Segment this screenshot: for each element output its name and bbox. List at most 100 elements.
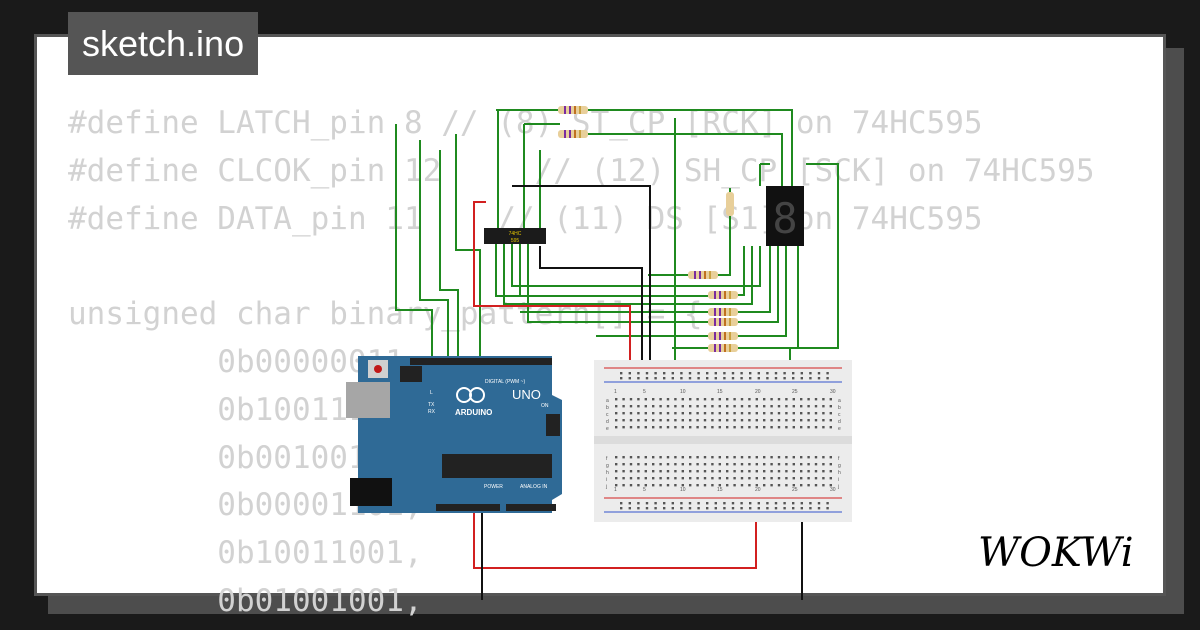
breadboard-hole[interactable]: [629, 405, 633, 408]
breadboard-hole[interactable]: [714, 372, 717, 375]
breadboard-hole[interactable]: [807, 484, 810, 487]
breadboard-hole[interactable]: [629, 412, 633, 415]
breadboard-hole[interactable]: [807, 412, 810, 415]
breadboard-hole[interactable]: [792, 377, 795, 380]
breadboard-hole[interactable]: [615, 477, 618, 480]
breadboard-hole[interactable]: [644, 456, 647, 459]
breadboard-hole[interactable]: [718, 470, 721, 473]
breadboard-hole[interactable]: [814, 405, 818, 408]
breadboard-hole[interactable]: [637, 377, 640, 380]
breadboard-hole[interactable]: [814, 419, 818, 422]
breadboard-hole[interactable]: [718, 477, 721, 480]
breadboard-hole[interactable]: [615, 470, 618, 473]
breadboard-hole[interactable]: [800, 507, 803, 510]
breadboard-hole[interactable]: [814, 426, 818, 429]
breadboard-hole[interactable]: [783, 507, 786, 510]
breadboard-hole[interactable]: [637, 426, 640, 429]
breadboard-hole[interactable]: [637, 477, 640, 480]
breadboard-hole[interactable]: [740, 377, 743, 380]
breadboard-hole[interactable]: [757, 377, 760, 380]
breadboard-hole[interactable]: [748, 470, 751, 473]
breadboard-hole[interactable]: [755, 484, 758, 487]
breadboard-hole[interactable]: [783, 377, 786, 380]
breadboard-hole[interactable]: [666, 484, 670, 487]
breadboard-hole[interactable]: [785, 484, 788, 487]
breadboard-hole[interactable]: [688, 507, 692, 510]
breadboard-hole[interactable]: [829, 470, 832, 473]
breadboard-hole[interactable]: [681, 463, 684, 466]
breadboard-hole[interactable]: [615, 398, 618, 401]
breadboard-hole[interactable]: [622, 405, 625, 408]
breadboard-hole[interactable]: [822, 470, 825, 473]
breadboard-hole[interactable]: [826, 502, 829, 505]
breadboard-hole[interactable]: [733, 463, 736, 466]
breadboard-hole[interactable]: [733, 398, 736, 401]
breadboard-hole[interactable]: [723, 507, 726, 510]
breadboard-hole[interactable]: [711, 398, 714, 401]
breadboard-hole[interactable]: [755, 456, 758, 459]
breadboard-hole[interactable]: [652, 463, 655, 466]
breadboard-hole[interactable]: [615, 456, 618, 459]
breadboard-hole[interactable]: [785, 398, 788, 401]
breadboard-hole[interactable]: [622, 456, 625, 459]
breadboard-hole[interactable]: [674, 456, 677, 459]
breadboard-hole[interactable]: [800, 398, 803, 401]
breadboard-hole[interactable]: [770, 484, 773, 487]
breadboard-hole[interactable]: [666, 470, 670, 473]
breadboard-hole[interactable]: [822, 405, 825, 408]
breadboard-hole[interactable]: [755, 398, 758, 401]
breadboard-hole[interactable]: [726, 398, 729, 401]
breadboard-hole[interactable]: [770, 426, 773, 429]
breadboard-hole[interactable]: [654, 507, 657, 510]
breadboard-hole[interactable]: [777, 477, 781, 480]
breadboard-hole[interactable]: [663, 377, 666, 380]
breadboard-hole[interactable]: [822, 477, 825, 480]
breadboard-hole[interactable]: [733, 456, 736, 459]
breadboard-hole[interactable]: [681, 405, 684, 408]
breadboard-hole[interactable]: [637, 398, 640, 401]
breadboard-hole[interactable]: [829, 477, 832, 480]
breadboard-hole[interactable]: [637, 405, 640, 408]
breadboard-hole[interactable]: [689, 477, 692, 480]
breadboard-hole[interactable]: [770, 398, 773, 401]
breadboard-hole[interactable]: [807, 477, 810, 480]
breadboard-hole[interactable]: [666, 477, 670, 480]
breadboard-hole[interactable]: [718, 426, 721, 429]
breadboard-hole[interactable]: [689, 412, 692, 415]
breadboard-hole[interactable]: [755, 463, 758, 466]
breadboard-hole[interactable]: [757, 507, 760, 510]
breadboard-hole[interactable]: [770, 470, 773, 473]
breadboard-hole[interactable]: [622, 426, 625, 429]
breadboard-hole[interactable]: [726, 456, 729, 459]
breadboard-hole[interactable]: [783, 502, 786, 505]
breadboard-hole[interactable]: [829, 419, 832, 422]
breadboard-hole[interactable]: [652, 405, 655, 408]
breadboard-hole[interactable]: [814, 398, 818, 401]
breadboard-hole[interactable]: [674, 477, 677, 480]
breadboard-hole[interactable]: [696, 477, 699, 480]
breadboard-hole[interactable]: [766, 502, 769, 505]
breadboard-hole[interactable]: [645, 377, 649, 380]
breadboard-hole[interactable]: [711, 419, 714, 422]
breadboard-hole[interactable]: [652, 412, 655, 415]
breadboard-hole[interactable]: [644, 405, 647, 408]
breadboard-hole[interactable]: [644, 463, 647, 466]
breadboard-hole[interactable]: [622, 412, 625, 415]
breadboard-hole[interactable]: [829, 412, 832, 415]
breadboard-hole[interactable]: [807, 398, 810, 401]
breadboard-hole[interactable]: [674, 426, 677, 429]
breadboard-hole[interactable]: [800, 502, 803, 505]
breadboard-hole[interactable]: [733, 419, 736, 422]
breadboard-hole[interactable]: [792, 372, 795, 375]
breadboard-hole[interactable]: [822, 463, 825, 466]
breadboard-hole[interactable]: [666, 412, 670, 415]
breadboard-hole[interactable]: [723, 502, 726, 505]
breadboard-hole[interactable]: [755, 405, 758, 408]
breadboard-hole[interactable]: [726, 426, 729, 429]
breadboard-hole[interactable]: [689, 470, 692, 473]
breadboard-hole[interactable]: [792, 484, 795, 487]
breadboard-hole[interactable]: [652, 484, 655, 487]
breadboard-hole[interactable]: [703, 484, 707, 487]
breadboard-hole[interactable]: [714, 377, 717, 380]
breadboard-hole[interactable]: [807, 405, 810, 408]
